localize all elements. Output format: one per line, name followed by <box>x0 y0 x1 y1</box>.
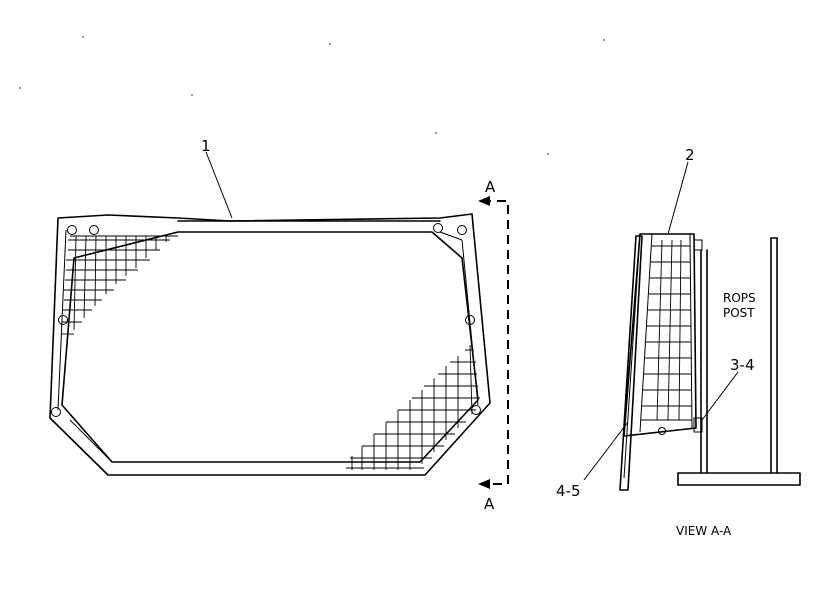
mesh-box-body <box>623 233 697 437</box>
bolt-hole <box>58 315 68 325</box>
rops-label-line1: ROPS <box>723 291 756 305</box>
view-title: VIEW A-A <box>676 524 732 538</box>
callout-3-4-label: 3-4 <box>730 356 755 374</box>
arrow-left-icon <box>478 479 490 489</box>
rops-base-plate <box>677 472 801 486</box>
guard-outer-frame <box>49 213 491 476</box>
bolt-hole <box>465 315 475 325</box>
side-mesh-grid <box>641 239 692 421</box>
section-label-bottom: A <box>484 495 495 513</box>
callout-2-label: 2 <box>685 146 695 164</box>
front-view-guard <box>49 151 491 476</box>
wire-mesh-upper-left <box>62 235 170 335</box>
section-line-a-a <box>478 196 509 489</box>
wire-mesh-lower-right <box>346 344 480 470</box>
side-view-assembly <box>583 161 801 491</box>
section-cut-line <box>482 200 509 485</box>
arrow-left-icon <box>478 196 490 206</box>
side-guard-plate <box>619 235 643 491</box>
leader-line-3-4 <box>701 371 739 421</box>
bolt-hole <box>89 225 99 235</box>
rops-label-line2: POST <box>723 306 755 320</box>
leader-line-2 <box>667 161 689 235</box>
scan-specks <box>19 36 605 155</box>
bolt-hole <box>658 427 666 435</box>
leader-line-4-5 <box>583 421 629 481</box>
mount-bracket-top <box>693 239 703 251</box>
callout-4-5-label: 4-5 <box>556 482 581 500</box>
section-label-top: A <box>485 178 496 196</box>
bolt-hole <box>433 223 443 233</box>
bolt-hole <box>457 225 467 235</box>
callout-1-label: 1 <box>201 137 211 155</box>
bolt-hole <box>51 407 61 417</box>
guard-inner-opening <box>61 231 479 463</box>
leader-line-1 <box>205 151 233 219</box>
mount-bracket-bottom <box>693 417 703 433</box>
bolt-hole <box>67 225 77 235</box>
